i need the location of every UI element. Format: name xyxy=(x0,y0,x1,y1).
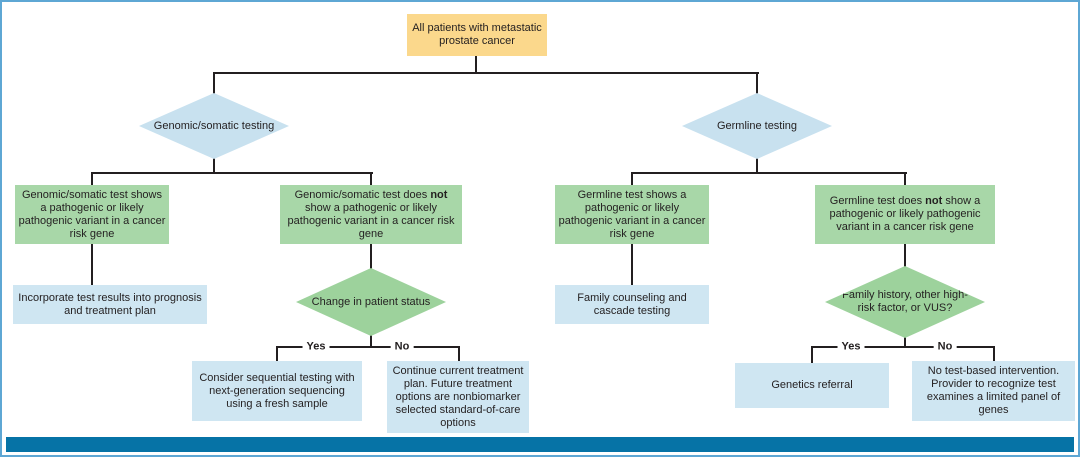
connector-to-genomic-positive xyxy=(91,172,93,186)
node-germline-test-positive: Germline test shows a pathogenic or like… xyxy=(555,185,709,244)
node-germline-test-positive-label: Germline test shows a pathogenic or like… xyxy=(558,188,706,240)
node-sequential-testing: Consider sequential testing with next-ge… xyxy=(192,361,362,421)
connector-change-status-down xyxy=(370,335,372,348)
connector-to-family-counseling xyxy=(631,244,633,286)
connector-to-incorporate xyxy=(91,244,93,286)
node-all-patients-label: All patients with metastatic prostate ca… xyxy=(412,22,542,47)
connector-genomic-split xyxy=(91,172,373,174)
connector-top-split xyxy=(213,72,759,74)
connector-germline-split xyxy=(631,172,907,174)
connector-to-germline-diamond xyxy=(756,72,758,96)
edge-label-no-left: No xyxy=(390,340,414,354)
node-genomic-test-positive: Genomic/somatic test shows a pathogenic … xyxy=(15,185,169,244)
connector-genomic-down xyxy=(213,157,215,174)
node-genetics-referral-label: Genetics referral xyxy=(771,379,853,391)
connector-to-change-status xyxy=(370,244,372,270)
connector-to-genomic-negative xyxy=(370,172,372,186)
node-genomic-test-negative-post: show a pathogenic or likely pathogenic v… xyxy=(287,201,455,240)
node-incorporate-results-label: Incorporate test results into prognosis … xyxy=(18,291,202,317)
footer-accent-bar xyxy=(6,437,1074,452)
connector-family-history-split xyxy=(811,346,995,348)
node-genomic-test-positive-label: Genomic/somatic test shows a pathogenic … xyxy=(18,188,166,240)
node-germline-test-negative-post: show a pathogenic or likely pathogenic v… xyxy=(829,195,981,233)
connector-yes-to-sequential xyxy=(276,346,278,362)
node-genetics-referral: Genetics referral xyxy=(735,363,889,408)
connector-to-family-history xyxy=(904,244,906,269)
node-genomic-test-negative-pre: Genomic/somatic test does xyxy=(294,188,428,201)
node-no-test-intervention: No test-based intervention. Provider to … xyxy=(912,361,1075,421)
connector-yes-to-genetics xyxy=(811,346,813,364)
decision-change-status-label: Change in patient status xyxy=(311,295,431,308)
connector-to-germline-positive xyxy=(631,172,633,186)
decision-change-in-patient-status: Change in patient status xyxy=(296,268,446,336)
decision-genomic-somatic-testing: Genomic/somatic testing xyxy=(139,93,289,159)
connector-to-genomic-diamond xyxy=(213,72,215,96)
connector-no-to-continue xyxy=(458,346,460,362)
edge-label-no-right: No xyxy=(933,340,957,354)
connector-change-status-split xyxy=(276,346,460,348)
edge-label-yes-left: Yes xyxy=(302,340,330,354)
node-incorporate-results: Incorporate test results into prognosis … xyxy=(13,285,207,324)
connector-no-to-no-test xyxy=(993,346,995,362)
connector-root-down xyxy=(475,56,477,74)
node-family-counseling-label: Family counseling and cascade testing xyxy=(577,291,687,317)
connector-family-history-down xyxy=(904,336,906,348)
node-germline-test-negative: Germline test does not show a pathogenic… xyxy=(815,185,995,244)
node-no-test-intervention-label: No test-based intervention. Provider to … xyxy=(926,365,1061,416)
node-germline-test-negative-pre: Germline test does xyxy=(829,195,923,207)
node-all-patients: All patients with metastatic prostate ca… xyxy=(407,14,547,56)
node-continue-treatment-label: Continue current treatment plan. Future … xyxy=(392,364,524,429)
decision-genomic-somatic-label: Genomic/somatic testing xyxy=(153,119,275,132)
node-family-counseling: Family counseling and cascade testing xyxy=(555,285,709,324)
edge-label-yes-right: Yes xyxy=(837,340,865,354)
decision-family-history-vus: Family history, other high-risk factor, … xyxy=(825,266,985,338)
decision-family-history-label: Family history, other high-risk factor, … xyxy=(842,289,968,314)
node-continue-treatment: Continue current treatment plan. Future … xyxy=(387,361,529,433)
connector-to-germline-negative xyxy=(904,172,906,186)
node-genomic-test-negative: Genomic/somatic test does not show a pat… xyxy=(280,185,462,244)
connector-germline-down xyxy=(756,157,758,174)
decision-germline-label: Germline testing xyxy=(716,119,798,132)
node-germline-test-negative-bold: not xyxy=(925,195,943,207)
node-genomic-test-negative-bold: not xyxy=(430,188,448,201)
decision-germline-testing: Germline testing xyxy=(682,93,832,159)
node-sequential-testing-label: Consider sequential testing with next-ge… xyxy=(199,371,355,410)
